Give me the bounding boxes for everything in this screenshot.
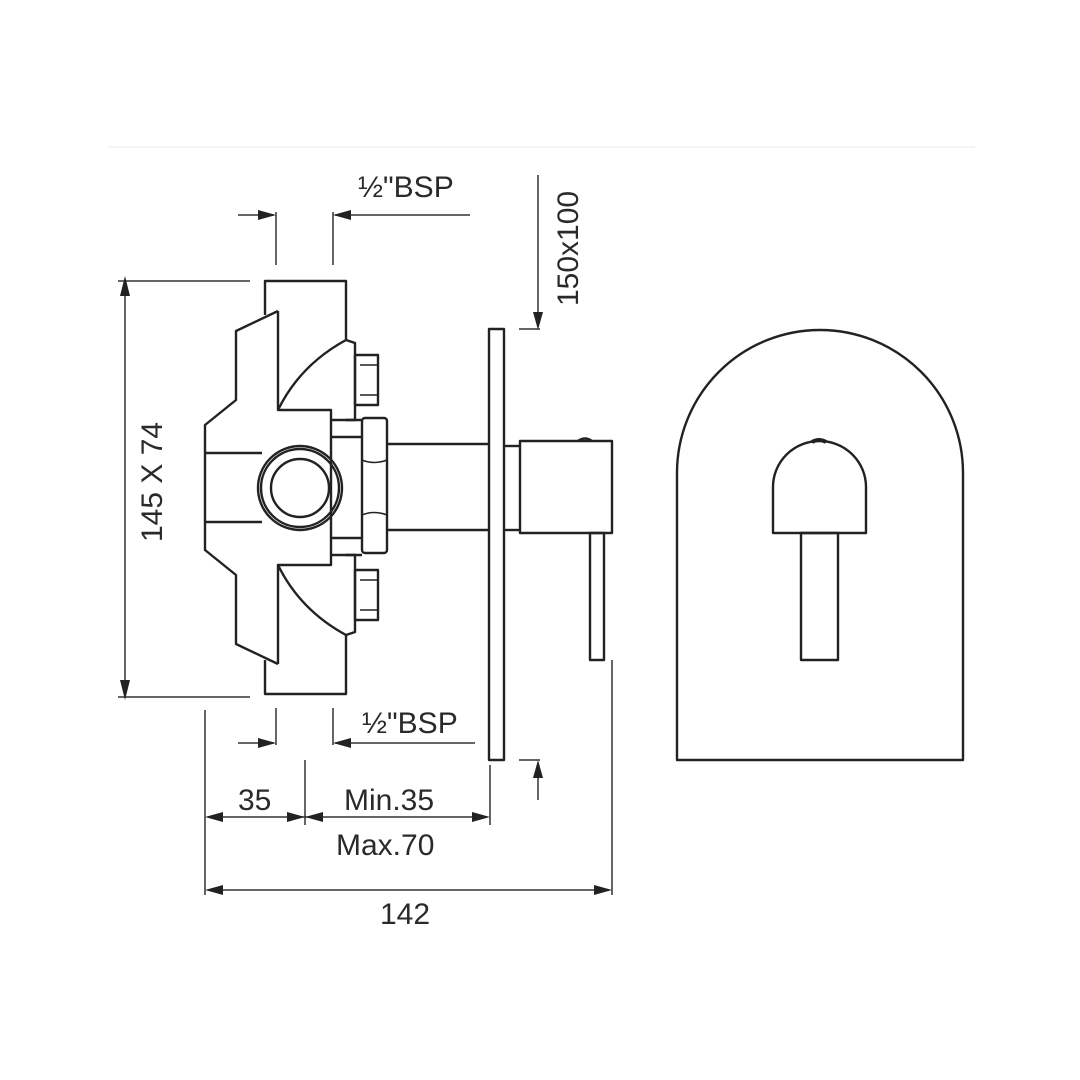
dimension-body-height: 145 X 74: [118, 276, 250, 700]
valve-body-side-view: [203, 279, 348, 696]
min-depth-label: Min.35: [344, 784, 434, 817]
dimension-plate-size: 150x100: [519, 175, 585, 800]
lower-nut: [345, 553, 380, 637]
bsp-bottom-label: ½"BSP: [362, 707, 458, 740]
plate-size-label: 150x100: [552, 191, 585, 306]
bsp-top-label: ½"BSP: [358, 171, 454, 204]
cartridge: [331, 416, 489, 557]
front-view: [675, 328, 965, 762]
upper-nut: [345, 338, 380, 422]
body-size-label: 145 X 74: [136, 422, 169, 542]
total-depth-label: 142: [380, 898, 430, 931]
dimension-depths: 35 Min.35 Max.70 142: [204, 660, 613, 931]
handle-side-view: [504, 437, 614, 662]
max-depth-label: Max.70: [336, 829, 434, 862]
depth-35-label: 35: [238, 784, 271, 817]
dimension-bsp-top: ½"BSP: [238, 171, 470, 265]
wall-plate-side: [487, 327, 506, 762]
dimension-bsp-bottom: ½"BSP: [238, 707, 475, 748]
